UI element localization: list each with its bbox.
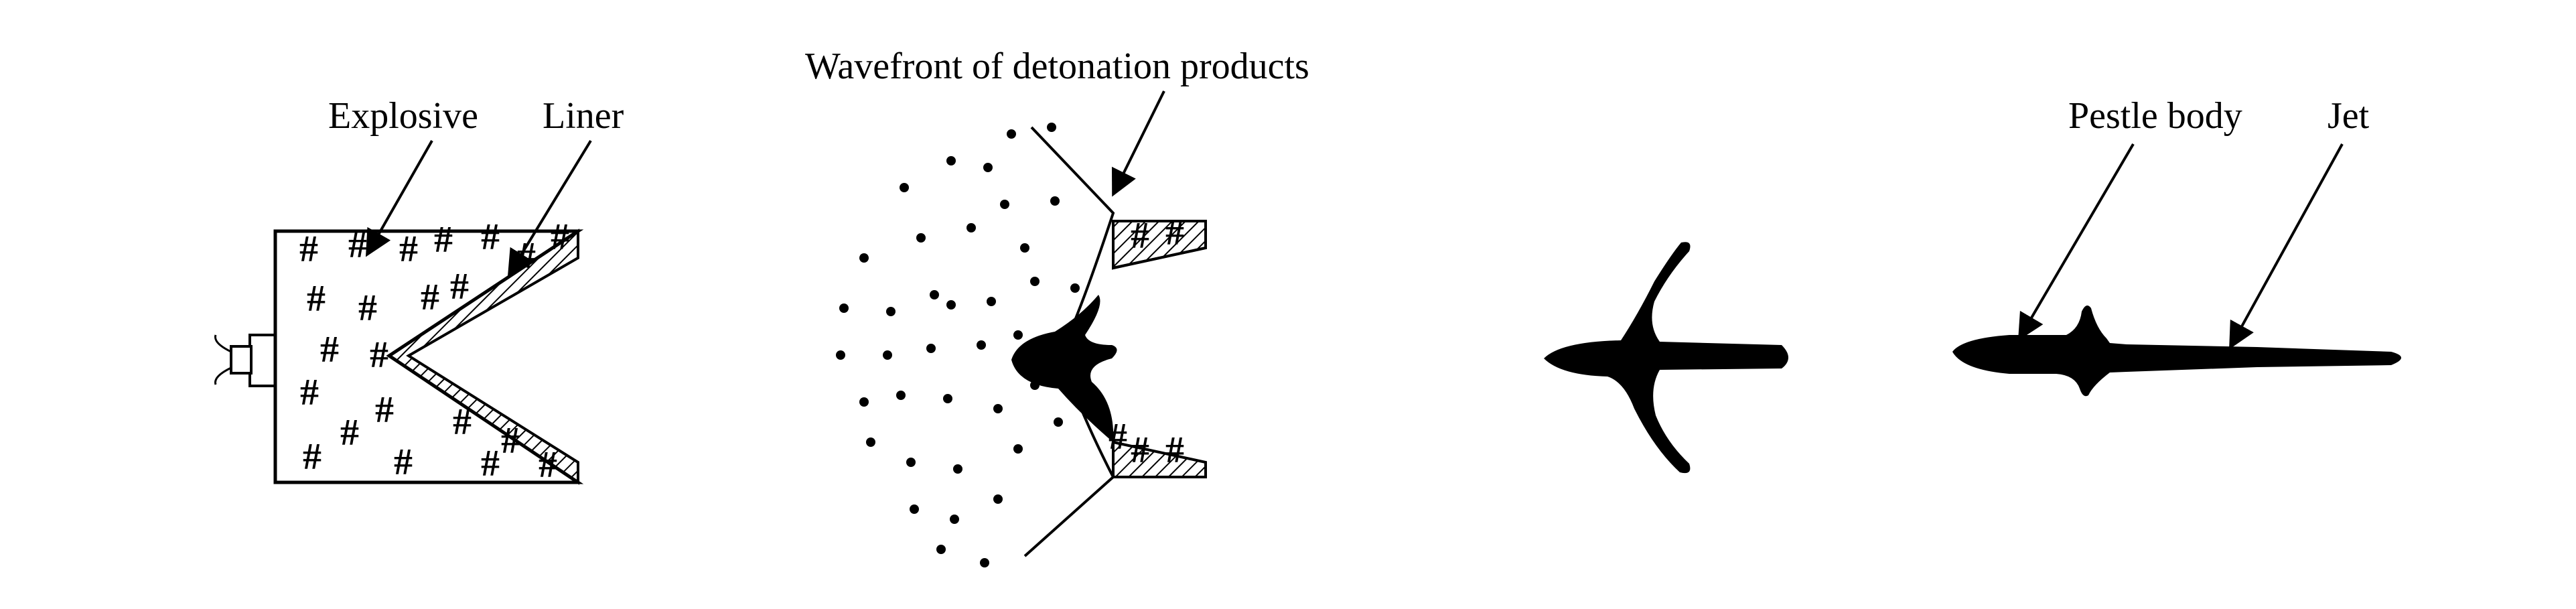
product-dot <box>993 494 1003 504</box>
product-dot <box>950 515 959 524</box>
explosive-marker: # <box>453 401 472 443</box>
wavefront-upper <box>1030 126 1115 329</box>
product-dot <box>1047 123 1056 132</box>
pestle-body-label: Pestle body <box>2068 95 2242 137</box>
product-dot <box>1030 381 1040 390</box>
product-dot <box>953 464 962 474</box>
explosive-marker: # <box>450 266 469 308</box>
explosive-marker: # <box>481 443 500 484</box>
product-dot <box>1000 200 1009 209</box>
detonation-product-dots <box>836 123 1080 567</box>
product-dot <box>926 344 936 353</box>
product-dot <box>1030 277 1040 286</box>
product-dot <box>983 163 993 172</box>
stage-3-collapse <box>1544 242 1788 474</box>
jet-leader <box>2229 143 2344 350</box>
explosive-label: Explosive <box>328 95 478 137</box>
product-dot <box>859 397 869 407</box>
pestle-body-leader <box>2017 143 2135 341</box>
wavefront-leader <box>1111 90 1165 197</box>
product-dot <box>936 545 946 554</box>
wavefront-label: Wavefront of detonation products <box>805 46 1309 87</box>
product-dot <box>993 404 1003 413</box>
explosive-marker: # <box>340 412 359 454</box>
liner-label: Liner <box>543 95 624 137</box>
explosive-marker: # <box>434 219 453 261</box>
explosive-marker: # <box>358 287 377 329</box>
stage-4-jet-formation: Pestle body Jet <box>1952 95 2401 397</box>
product-dot <box>1050 196 1060 206</box>
explosive-markers: ########################### <box>299 212 1184 486</box>
explosive-leader <box>366 140 433 257</box>
explosive-marker: # <box>370 334 388 376</box>
explosive-marker: # <box>348 224 367 266</box>
explosive-marker: # <box>539 444 557 486</box>
product-dot <box>1013 444 1023 454</box>
explosive-marker: # <box>394 442 413 483</box>
product-dot <box>967 223 976 232</box>
product-dot <box>1007 129 1016 139</box>
product-dot <box>943 394 952 403</box>
product-dot <box>946 156 956 165</box>
explosive-marker: # <box>501 420 520 462</box>
stage-1-shaped-charge: ########################### Explosive Li… <box>214 95 1184 486</box>
explosive-marker: # <box>320 329 339 370</box>
product-dot <box>900 183 909 192</box>
detonator <box>214 334 277 387</box>
liner <box>386 228 579 485</box>
explosive-marker: # <box>421 277 439 318</box>
product-dot <box>1054 417 1063 427</box>
product-dot <box>866 437 875 447</box>
explosive-marker: # <box>481 216 500 258</box>
product-dot <box>910 504 919 514</box>
product-dot <box>916 233 926 243</box>
product-dot <box>883 350 892 360</box>
product-dot <box>1060 370 1070 380</box>
product-dot <box>906 458 916 467</box>
product-dot <box>930 290 939 299</box>
lower-liner-remnant <box>1112 440 1207 478</box>
explosive-marker: # <box>303 436 321 478</box>
collapsing-liner <box>1011 295 1117 442</box>
explosive-marker: # <box>551 216 569 258</box>
explosive-marker: # <box>375 389 394 431</box>
liner-leader <box>507 139 592 277</box>
product-dot <box>987 297 996 306</box>
product-dot <box>1040 354 1050 363</box>
stage-2-detonation: Wavefront of detonation products <box>805 46 1309 567</box>
pestle-body-shape <box>1952 306 2127 397</box>
explosive-marker: # <box>399 228 418 270</box>
explosive-marker: # <box>300 372 319 413</box>
product-dot <box>1020 243 1029 253</box>
jet-label: Jet <box>2328 95 2370 137</box>
product-dot <box>896 391 906 400</box>
collapse-shape <box>1544 242 1788 474</box>
jet-shape <box>2127 344 2401 372</box>
product-dot <box>836 350 845 360</box>
product-dot <box>886 307 896 316</box>
product-dot <box>859 253 869 263</box>
explosive-marker: # <box>307 278 326 320</box>
explosive-marker: # <box>299 228 318 270</box>
product-dot <box>839 303 849 313</box>
product-dot <box>1013 330 1023 340</box>
product-dot <box>980 558 989 567</box>
product-dot <box>946 300 956 310</box>
product-dot <box>1070 283 1080 293</box>
product-dot <box>977 340 986 350</box>
